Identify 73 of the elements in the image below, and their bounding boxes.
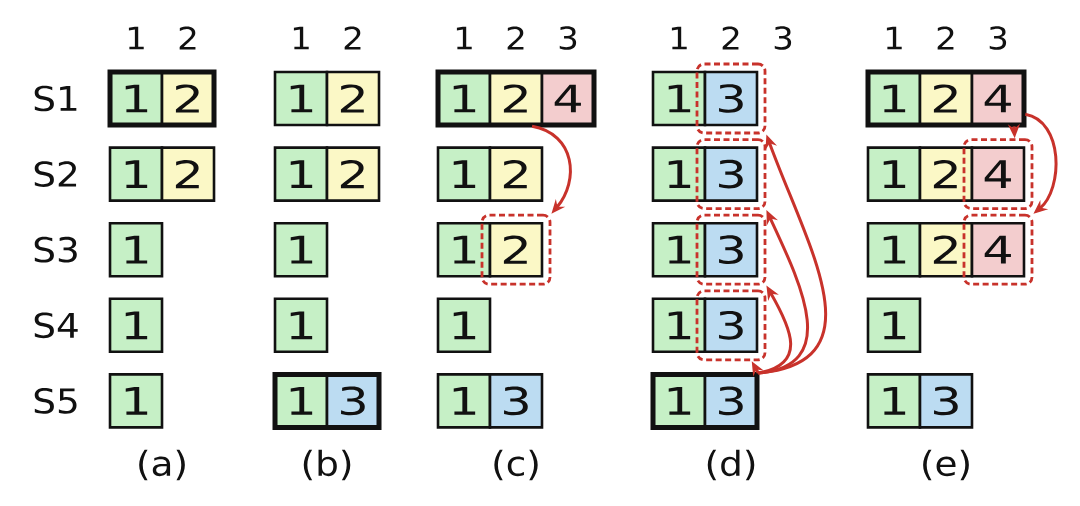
log-entry-box: 1 <box>108 221 164 278</box>
log-frame <box>435 69 597 128</box>
log-entry-box: 3 <box>703 146 759 202</box>
log-entry-box: 1 <box>108 297 164 354</box>
column-index: 2 <box>937 26 954 50</box>
log-entry-box: 3 <box>918 373 974 429</box>
log-entry-box: 1 <box>866 221 922 278</box>
server-label: S5 <box>34 388 77 414</box>
log-entry-box: 4 <box>970 221 1026 278</box>
panel-caption: (a) <box>139 449 185 481</box>
log-entry-box: 1 <box>651 70 707 127</box>
column-index: 1 <box>293 26 309 50</box>
log-entry-box: 1 <box>436 221 492 278</box>
log-entry-box: 1 <box>436 373 492 429</box>
log-entry-box: 3 <box>703 221 759 278</box>
server-label: S3 <box>34 236 77 263</box>
log-entry-box: 1 <box>273 70 329 127</box>
log-entry-box: 1 <box>866 297 922 354</box>
log-entry-box: 3 <box>488 373 544 429</box>
log-entry-box: 2 <box>918 146 974 202</box>
column-index: 2 <box>179 26 196 50</box>
log-frame <box>272 371 382 430</box>
log-entry-box: 3 <box>703 70 759 127</box>
log-entry-box: 1 <box>651 146 707 202</box>
column-index: 1 <box>128 26 144 50</box>
log-entry-box: 1 <box>651 221 707 278</box>
dashed-highlight-box <box>695 138 767 210</box>
log-entry-box: 1 <box>651 297 707 354</box>
server-label: S2 <box>34 161 77 187</box>
log-entry-box: 2 <box>325 146 381 202</box>
log-frame <box>865 69 1027 128</box>
dashed-highlight-box <box>695 62 767 135</box>
log-entry-box: 1 <box>866 373 922 429</box>
log-entry-box: 1 <box>273 221 329 278</box>
column-index: 3 <box>989 26 1007 50</box>
column-index: 3 <box>774 26 792 50</box>
curved-arrow <box>1024 112 1058 214</box>
log-entry-box: 4 <box>970 146 1026 202</box>
column-index: 1 <box>671 26 687 50</box>
log-entry-box: 2 <box>488 70 544 127</box>
dashed-highlight-box <box>962 138 1034 210</box>
dashed-highlight-box <box>695 289 767 362</box>
panel-caption: (d) <box>707 449 755 481</box>
server-label: S1 <box>34 85 77 112</box>
log-entry-box: 1 <box>273 297 329 354</box>
server-label: S4 <box>34 312 78 339</box>
log-entry-box: 2 <box>488 146 544 202</box>
dashed-highlight-box <box>962 213 1034 286</box>
log-entry-box: 1 <box>436 146 492 202</box>
column-index: 1 <box>456 26 472 50</box>
log-entry-box: 3 <box>703 297 759 354</box>
log-frame <box>650 371 760 430</box>
log-entry-box: 1 <box>866 146 922 202</box>
column-index: 2 <box>722 26 739 50</box>
log-frame <box>107 69 217 128</box>
dashed-highlight-box <box>695 213 767 286</box>
log-entry-box: 2 <box>160 146 216 202</box>
log-entry-box: 1 <box>108 146 164 202</box>
log-entry-box: 1 <box>273 146 329 202</box>
column-index: 2 <box>344 26 361 50</box>
panel-caption: (c) <box>494 449 538 481</box>
column-index: 3 <box>559 26 577 50</box>
log-entry-box: 2 <box>488 221 544 278</box>
log-entry-box: 1 <box>108 373 164 429</box>
panel-caption: (b) <box>303 449 351 481</box>
column-index: 2 <box>507 26 524 50</box>
log-entry-box: 2 <box>918 221 974 278</box>
log-entry-box: 1 <box>436 297 492 354</box>
panel-caption: (e) <box>923 449 969 481</box>
log-entry-box: 2 <box>918 70 974 127</box>
dashed-highlight-box <box>480 213 552 286</box>
column-index: 1 <box>886 26 902 50</box>
log-entry-box: 2 <box>325 70 381 127</box>
